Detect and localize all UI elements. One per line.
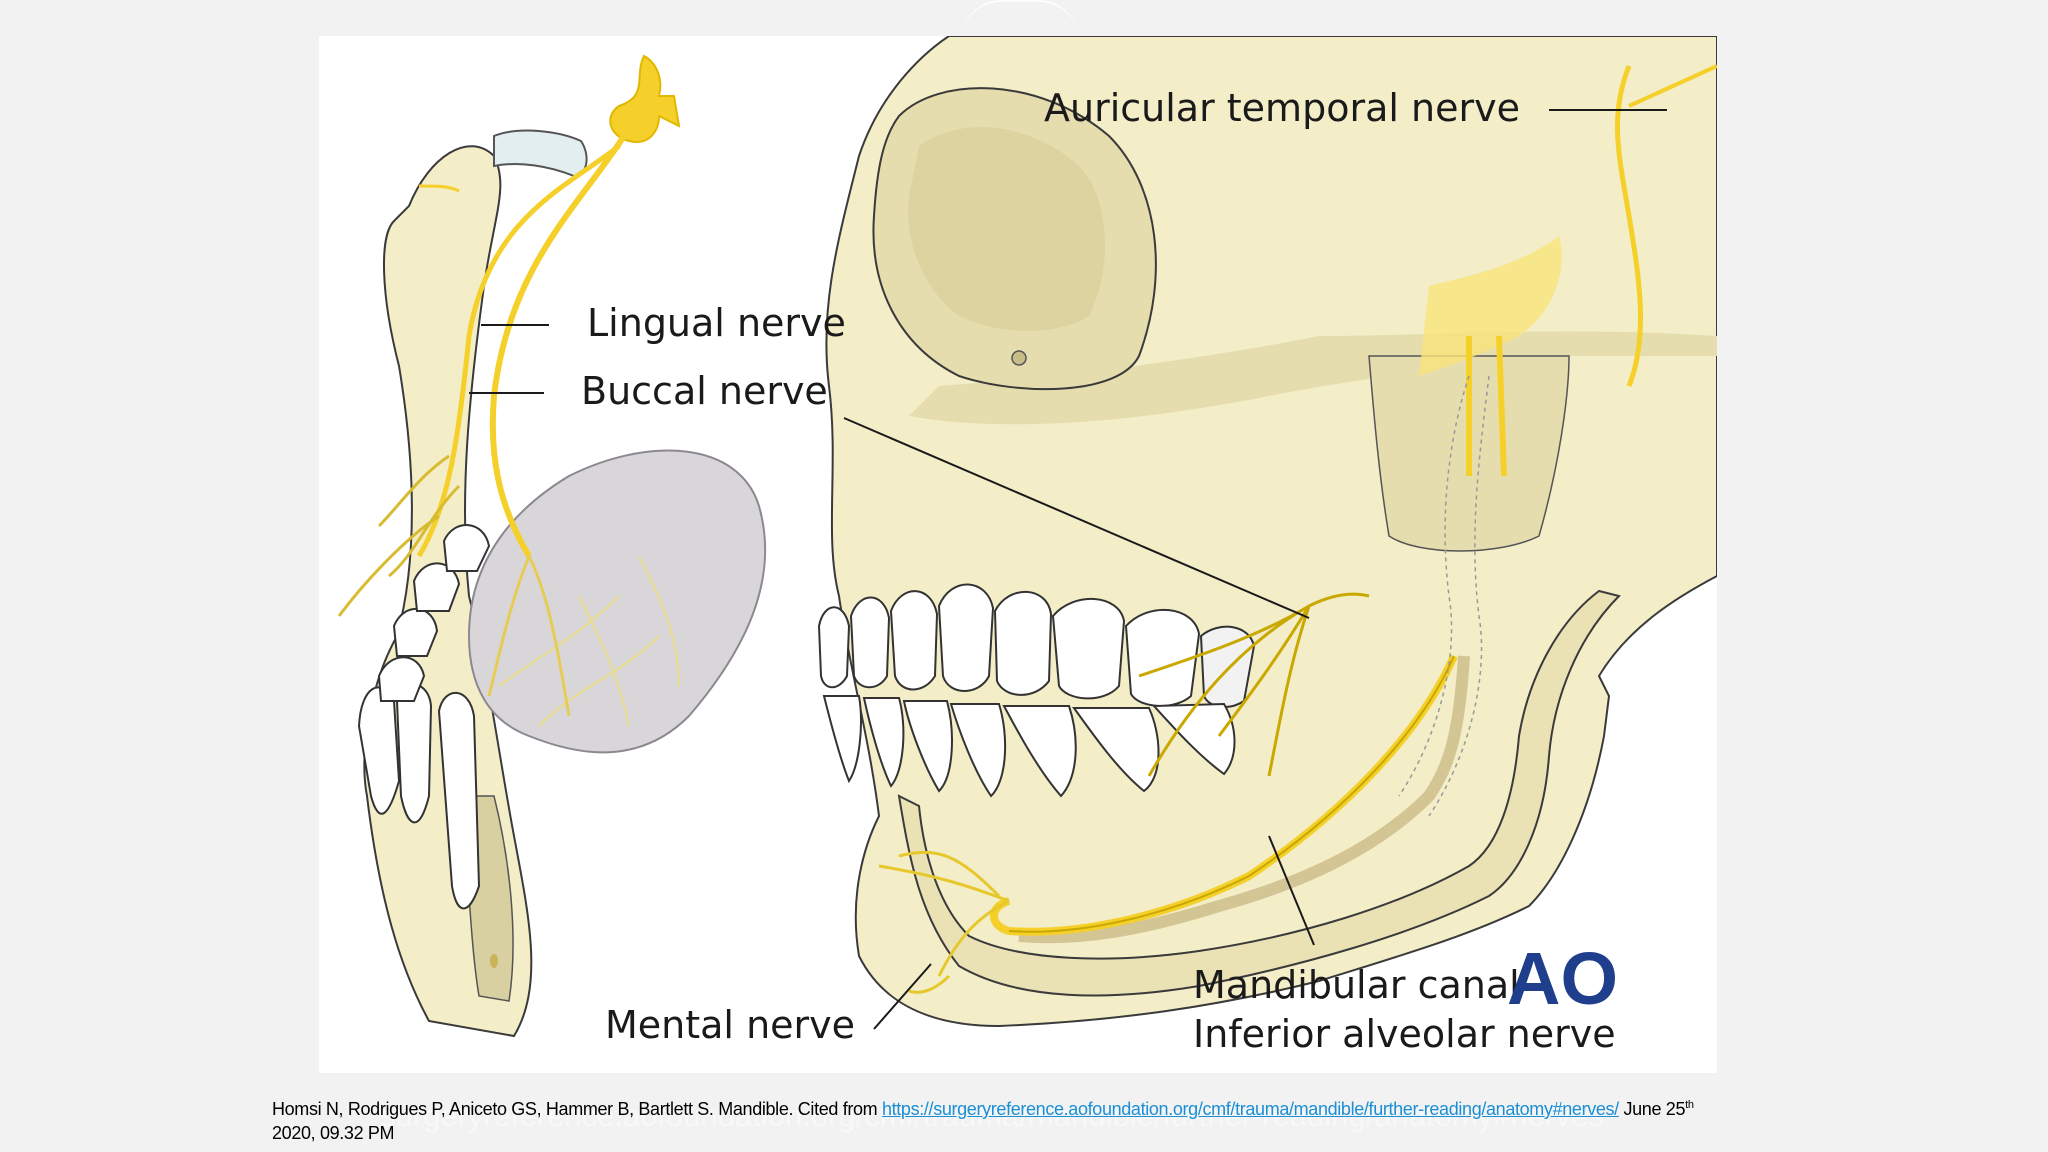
ao-logo: AO: [1507, 937, 1618, 1020]
buccal-nerve-branches: [1138, 592, 1370, 777]
eye-orbit: [872, 87, 1157, 391]
molar-teeth-section: [377, 524, 491, 702]
citation-date-suffix: th: [1685, 1099, 1694, 1111]
nerve-pathways-dotted: [1398, 375, 1490, 817]
upper-teeth: [817, 583, 1256, 708]
mandible-nerve-illustration: Auricular temporal nerve Lingual nerve B…: [319, 36, 1717, 1073]
citation-date: June 25: [1623, 1099, 1686, 1119]
lower-teeth: [822, 695, 1236, 798]
inferior-alveolar-nerve: [878, 654, 1458, 994]
facial-nerves: [1419, 64, 1717, 477]
citation-authors: Homsi N, Rodrigues P, Aniceto GS, Hammer…: [272, 1099, 878, 1119]
citation-time: 2020, 09.32 PM: [272, 1123, 395, 1143]
inferior-alveolar-nerve-label: Inferior alveolar nerve: [1193, 1012, 1616, 1056]
tongue: [467, 449, 767, 754]
mandible: [897, 589, 1621, 997]
mental-nerve-label: Mental nerve: [605, 1003, 855, 1047]
mandibular-canal-label: Mandibular canal: [1193, 963, 1520, 1007]
slide-decoration: [960, 0, 1080, 42]
lingual-nerve-label: Lingual nerve: [587, 301, 846, 345]
buccal-nerve-label: Buccal nerve: [581, 369, 828, 413]
citation: Homsi N, Rodrigues P, Aniceto GS, Hammer…: [272, 1093, 1732, 1145]
citation-link[interactable]: https://surgeryreference.aofoundation.or…: [881, 1099, 1619, 1119]
leader-lines: [469, 109, 1667, 1030]
lingual-nerve-branches: [337, 54, 681, 717]
auricular-temporal-nerve-label: Auricular temporal nerve: [1044, 86, 1520, 130]
